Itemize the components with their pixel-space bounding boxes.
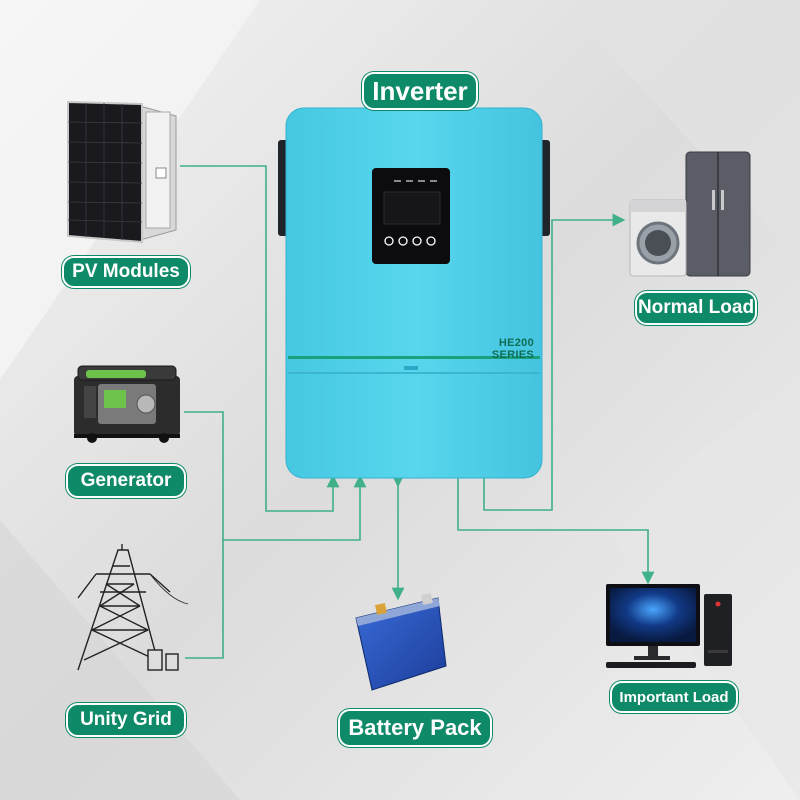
important-load-label: Important Load xyxy=(610,681,738,713)
inverter-model-text: HE200 SERIES xyxy=(491,337,534,361)
generator-illustration xyxy=(74,365,180,443)
inverter-body xyxy=(285,107,543,479)
inverter-control-buttons xyxy=(384,236,436,246)
control-button xyxy=(398,236,408,246)
connectors xyxy=(180,165,655,659)
generator-connector xyxy=(184,411,224,540)
grid-tower-illustration xyxy=(77,544,189,671)
control-button xyxy=(384,236,394,246)
display-indicator-leds xyxy=(394,180,437,182)
normal-load-label: Normal Load xyxy=(635,291,757,325)
unity-grid-label: Unity Grid xyxy=(66,703,186,737)
control-button xyxy=(412,236,422,246)
pv-connector xyxy=(180,165,340,512)
normal-load-illustration xyxy=(629,151,751,277)
control-button xyxy=(426,236,436,246)
inverter-stripe xyxy=(288,356,540,359)
battery-pack-label: Battery Pack xyxy=(338,709,492,747)
important-load-illustration xyxy=(606,584,732,668)
inverter-unit xyxy=(278,107,550,479)
inverter-label: Inverter xyxy=(362,72,478,110)
pv-modules-label: PV Modules xyxy=(62,256,190,288)
grid-connector xyxy=(185,474,367,659)
inverter-lcd-screen xyxy=(383,191,441,225)
pv-modules-illustration xyxy=(67,100,177,244)
battery-pack-illustration xyxy=(355,593,447,691)
generator-label: Generator xyxy=(66,464,186,498)
important-load-connector xyxy=(457,478,655,585)
normal-load-connector xyxy=(483,213,626,511)
